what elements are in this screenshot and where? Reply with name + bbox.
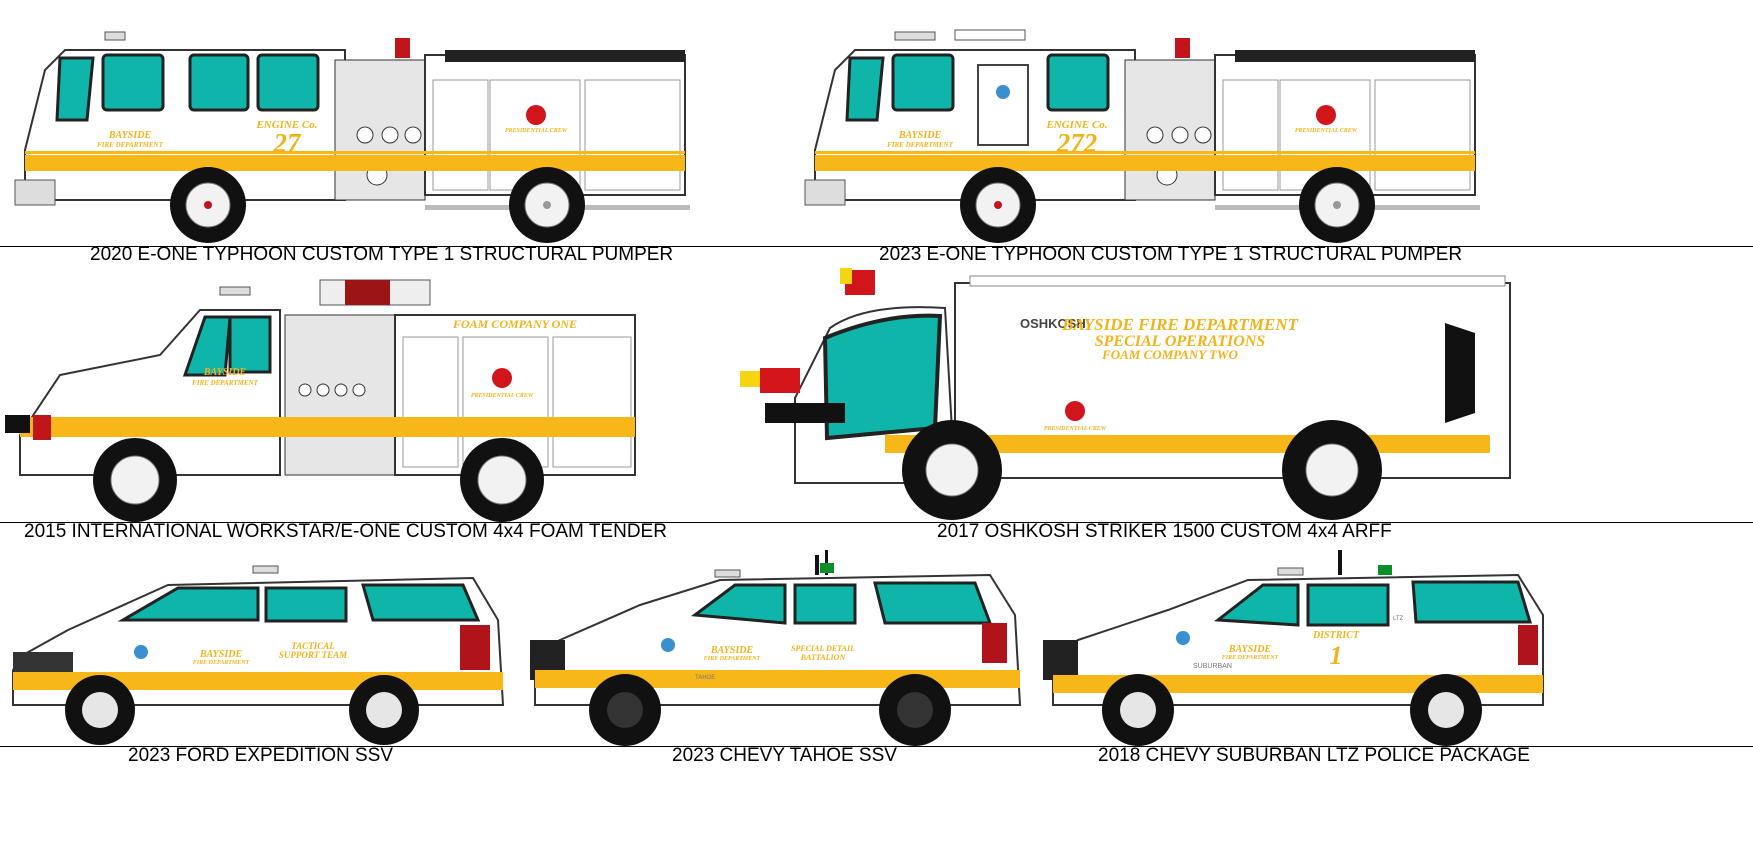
unit1: SPECIAL DETAIL [791, 644, 855, 653]
dept-name: BAYSIDE [108, 130, 152, 141]
caption-engine-272: 2023 E-ONE TYPHOON CUSTOM TYPE 1 STRUCTU… [879, 244, 1463, 265]
row-divider-2 [0, 522, 1753, 523]
unit1: TACTICAL [291, 641, 335, 651]
engine-27-illustration: BAYSIDE FIRE DEPARTMENT ENGINE Co. 27 PR… [14, 31, 690, 243]
tahoe-illustration: BAYSIDE FIRE DEPARTMENT SPECIAL DETAIL B… [530, 550, 1022, 746]
arff-illustration: OSHKOSH BAYSIDE FIRE DEPARTMENT SPECIAL … [740, 268, 1511, 520]
patch-icon [1065, 401, 1085, 421]
unit2: BATTALION [800, 653, 847, 662]
line1: BAYSIDE FIRE DEPARTMENT [1061, 315, 1298, 334]
windshield [55, 56, 95, 122]
dept-sub: FIRE DEPARTMENT [97, 141, 164, 149]
crew-label: PRESIDENTIAL CREW [505, 128, 568, 134]
suburban-illustration: BAYSIDE FIRE DEPARTMENT DISTRICT 1 SUBUR… [1043, 550, 1544, 746]
company-label: ENGINE Co. [255, 119, 317, 131]
unit1: DISTRICT [1312, 630, 1360, 641]
dept-sub: FIRE DEPARTMENT [887, 141, 954, 149]
engine-272-illustration: BAYSIDE FIRE DEPARTMENT ENGINE Co. 272 P… [804, 29, 1480, 243]
line2: SPECIAL OPERATIONS [1095, 333, 1266, 350]
unit-label: FOAM COMPANY ONE [452, 317, 577, 331]
caption-arff: 2017 OSHKOSH STRIKER 1500 CUSTOM 4x4 ARF… [937, 521, 1392, 542]
caption-foam-tender: 2015 INTERNATIONAL WORKSTAR/E-ONE CUSTOM… [24, 521, 667, 542]
dept-name: BAYSIDE [710, 645, 754, 656]
dept-sub: FIRE DEPARTMENT [193, 660, 250, 666]
dept-sub: FIRE DEPARTMENT [1222, 655, 1279, 661]
district-number: 1 [1330, 641, 1343, 670]
unit2: SUPPORT TEAM [279, 650, 348, 660]
caption-engine-27: 2020 E-ONE TYPHOON CUSTOM TYPE 1 STRUCTU… [90, 244, 674, 265]
dept-name: BAYSIDE [199, 649, 243, 660]
foam-tender-illustration: FOAM COMPANY ONE BAYSIDE FIRE DEPARTMENT… [5, 279, 636, 522]
crew-label: PRESIDENTIAL CREW [1044, 426, 1107, 432]
company-label: ENGINE Co. [1045, 119, 1107, 131]
crew-label: PRESIDENTIAL CREW [471, 393, 534, 399]
caption-suburban: 2018 CHEVY SUBURBAN LTZ POLICE PACKAGE [1098, 745, 1530, 766]
crew-label: PRESIDENTIAL CREW [1295, 128, 1358, 134]
row-divider-3 [0, 746, 1753, 747]
dept-name: BAYSIDE [1228, 644, 1272, 655]
maker-label: OSHKOSH [1020, 316, 1086, 331]
trim-badge: LTZ [1393, 616, 1404, 622]
dept-sub: FIRE DEPARTMENT [192, 379, 259, 387]
patch-icon [526, 105, 546, 125]
cab-glass [822, 313, 943, 441]
engine-number: 27 [273, 128, 303, 158]
caption-expedition: 2023 FORD EXPEDITION SSV [128, 745, 394, 766]
model-badge: TAHOE [695, 675, 715, 681]
model-badge: SUBURBAN [1193, 663, 1232, 670]
patch-icon [1316, 105, 1336, 125]
patch-icon [492, 368, 512, 388]
engine-number: 272 [1056, 128, 1098, 158]
line3: FOAM COMPANY TWO [1101, 347, 1238, 362]
row-divider-1 [0, 246, 1753, 247]
dept-name: BAYSIDE [203, 367, 247, 378]
dept-name: BAYSIDE [898, 130, 942, 141]
expedition-illustration: BAYSIDE FIRE DEPARTMENT TACTICAL SUPPORT… [12, 565, 505, 745]
caption-tahoe: 2023 CHEVY TAHOE SSV [672, 745, 897, 766]
dept-sub: FIRE DEPARTMENT [704, 656, 761, 662]
